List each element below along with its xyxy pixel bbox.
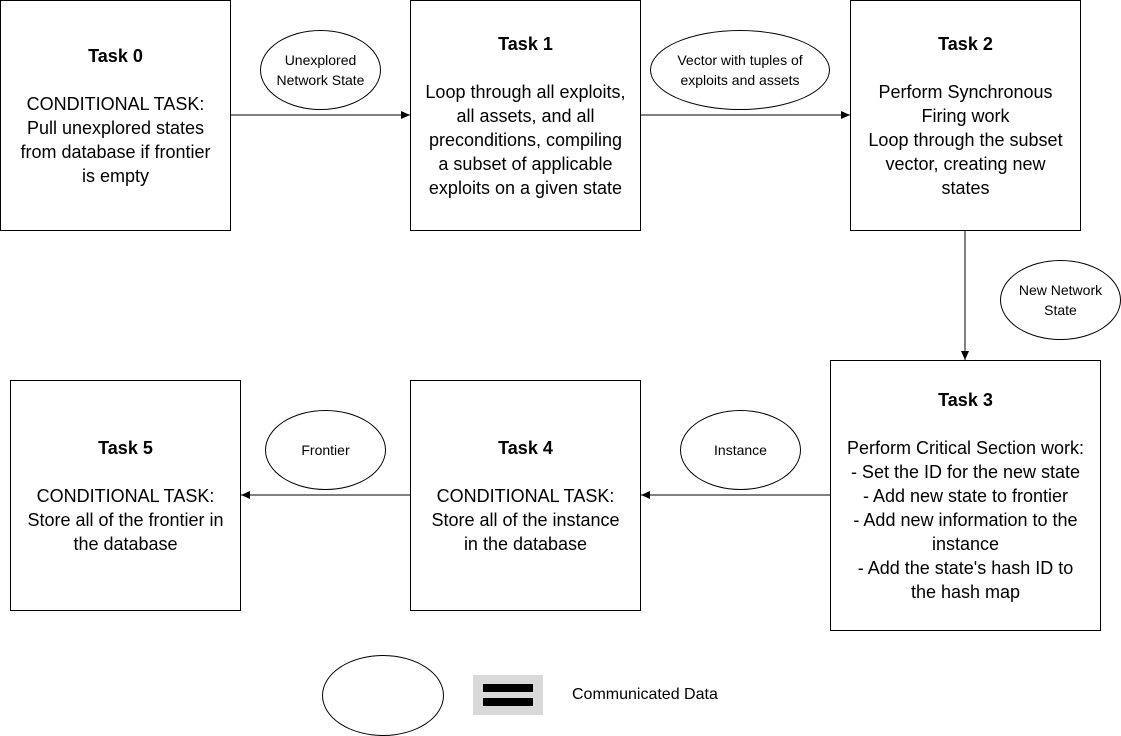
task-2-box: Task 2 Perform Synchronous Firing work L… xyxy=(850,0,1081,231)
data-oval-new-network-state: New Network State xyxy=(1000,260,1121,340)
task-3-box: Task 3 Perform Critical Section work: - … xyxy=(830,360,1101,631)
task-2-title: Task 2 xyxy=(938,33,993,54)
task-1-box: Task 1 Loop through all exploits, all as… xyxy=(410,0,641,231)
task-4-title: Task 4 xyxy=(498,437,553,458)
task-3-body: Perform Critical Section work: - Set the… xyxy=(846,437,1085,602)
task-5-box: Task 5 CONDITIONAL TASK: Store all of th… xyxy=(10,380,241,611)
task-1-title: Task 1 xyxy=(498,33,553,54)
task-4-box: Task 4 CONDITIONAL TASK: Store all of th… xyxy=(410,380,641,611)
task-5-title: Task 5 xyxy=(98,437,153,458)
task-2-body: Perform Synchronous Firing work Loop thr… xyxy=(868,81,1063,198)
task-3-title: Task 3 xyxy=(938,389,993,410)
task-4-body: CONDITIONAL TASK: Store all of the insta… xyxy=(431,485,620,554)
data-oval-vector-tuples: Vector with tuples of exploits and asset… xyxy=(650,30,830,110)
data-oval-unexplored-network-state: Unexplored Network State xyxy=(260,30,381,110)
task-0-box: Task 0 CONDITIONAL TASK: Pull unexplored… xyxy=(0,0,231,231)
task-0-body: CONDITIONAL TASK: Pull unexplored states… xyxy=(20,93,211,186)
task-1-body: Loop through all exploits, all assets, a… xyxy=(425,81,626,198)
data-oval-frontier: Frontier xyxy=(265,410,386,490)
legend-oval-icon xyxy=(322,655,444,736)
equals-icon xyxy=(473,675,543,715)
legend-label: Communicated Data xyxy=(572,686,718,703)
task-0-title: Task 0 xyxy=(88,45,143,66)
data-oval-instance: Instance xyxy=(680,410,801,490)
task-5-body: CONDITIONAL TASK: Store all of the front… xyxy=(27,485,224,554)
